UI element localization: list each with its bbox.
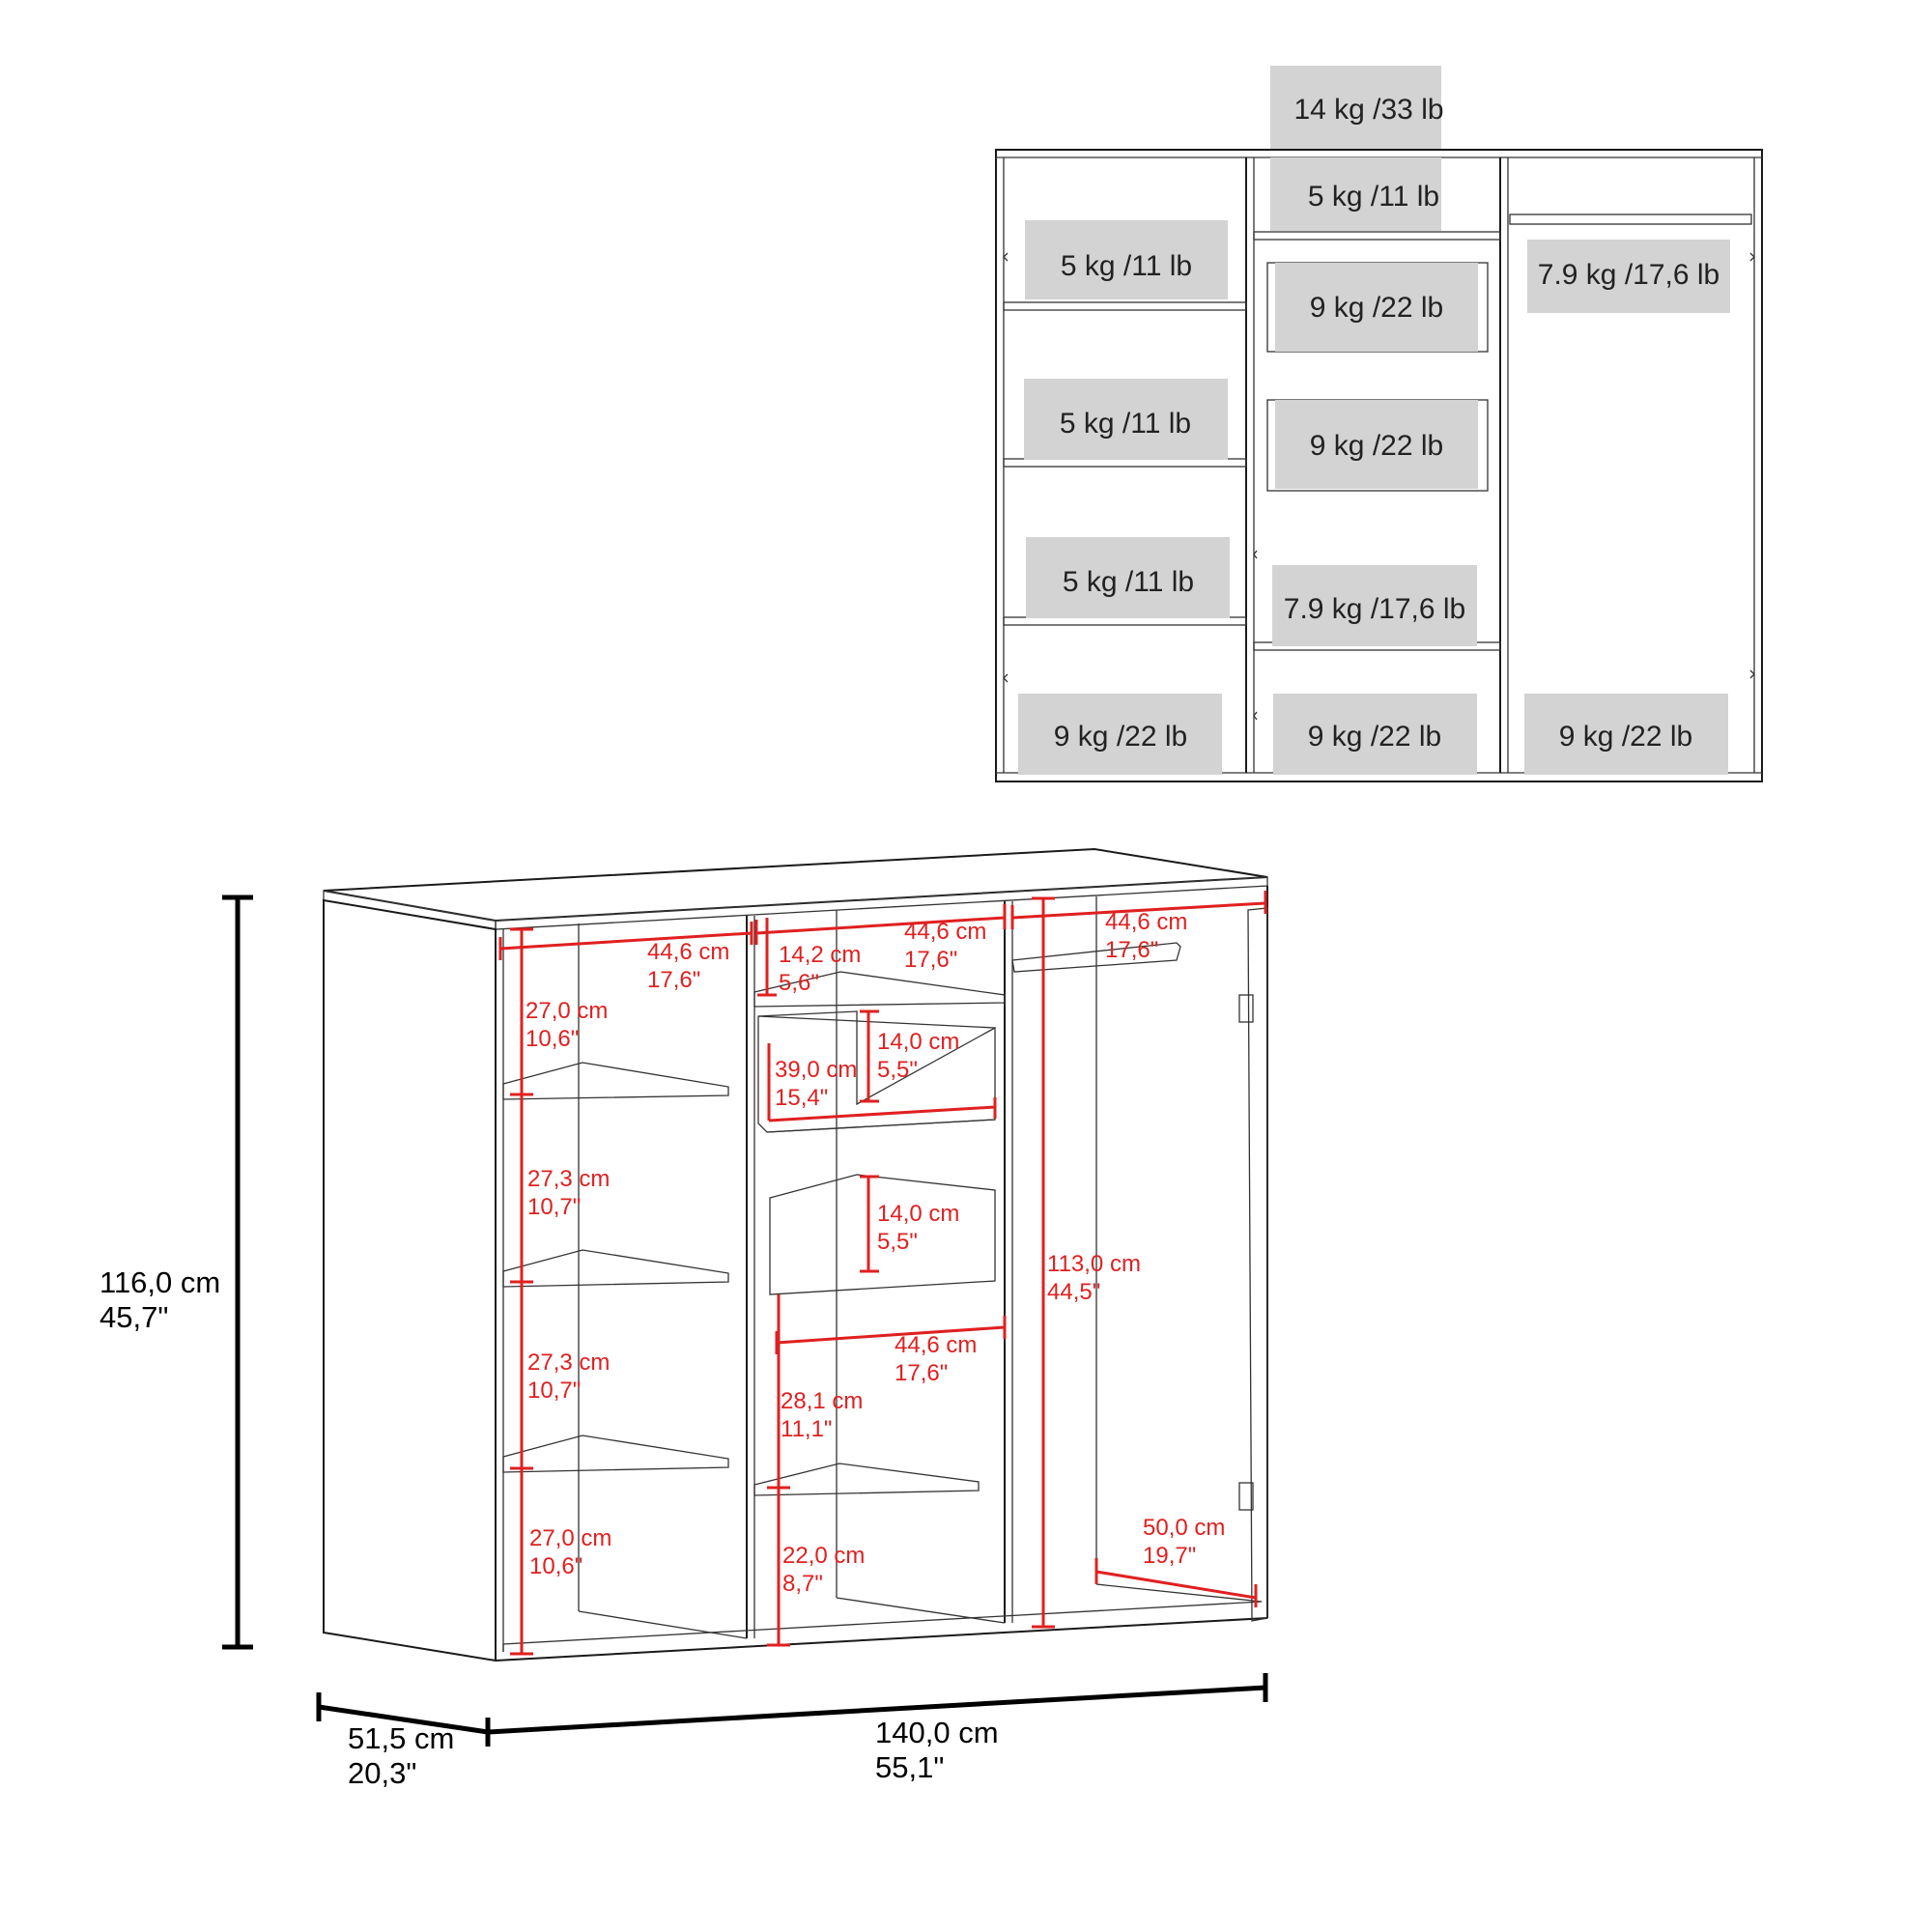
dim-left-shelf-1-cm: 27,0 cm: [526, 998, 608, 1024]
mid-shelf-top: [1253, 231, 1501, 241]
load-label-mid-bottom: 9 kg /22 lb: [1308, 721, 1441, 753]
load-box-left-3: [1026, 537, 1230, 618]
dim-left-top-width-in: 17,6": [647, 967, 700, 993]
left-shelf-2: [1003, 458, 1247, 468]
load-label-drawer-1: 9 kg /22 lb: [1310, 292, 1443, 324]
load-label-mid-top: 5 kg /11 lb: [1308, 181, 1439, 213]
load-box-drawer-2: [1275, 400, 1478, 489]
dim-drawer-1-height-in: 5,5": [877, 1057, 918, 1083]
dim-mid-top-width-cm: 44,6 cm: [904, 919, 986, 945]
cabinet-dimension-drawing: [323, 847, 1268, 1662]
load-capacity-diagram: 14 kg /33 lb 5 kg /11 lb 5 kg /11 lb 7.9…: [995, 66, 1763, 782]
dim-mid-top-height-cm: 14,2 cm: [779, 942, 861, 968]
load-box-mid-shelf: [1272, 565, 1477, 646]
dim-drawer-1-height-cm: 14,0 cm: [877, 1029, 959, 1055]
dim-drawer-depth-cm: 39,0 cm: [775, 1057, 857, 1083]
left-shelf-3: [1003, 616, 1247, 626]
depth-dimension-line: [318, 1704, 489, 1735]
dim-drawer-2-height-cm: 14,0 cm: [877, 1201, 959, 1227]
dim-left-shelf-3-in: 10,7": [527, 1378, 581, 1404]
dim-left-shelf-4-in: 10,6": [529, 1553, 582, 1579]
load-label-right-bottom: 9 kg /22 lb: [1559, 721, 1692, 753]
load-label-rod: 7.9 kg /17,6 lb: [1538, 259, 1719, 291]
load-label-left-1: 5 kg /11 lb: [1061, 250, 1192, 282]
cabinet-base: [495, 1617, 1268, 1662]
hinge-lower-icon: [1238, 1482, 1254, 1511]
dim-left-shelf-3-cm: 27,3 cm: [527, 1350, 610, 1376]
width-dimension-line: [487, 1685, 1266, 1735]
left-shelf-1: [1003, 301, 1247, 311]
load-label-drawer-2: 9 kg /22 lb: [1310, 430, 1443, 462]
dim-mid-shelf-1-in: 11,1": [781, 1416, 832, 1442]
dim-left-shelf-2-in: 10,7": [527, 1194, 581, 1220]
dim-right-height-in: 44,5": [1047, 1279, 1100, 1305]
hinge-upper-icon: [1238, 994, 1254, 1023]
dim-mid-lower-width-in: 17,6": [895, 1360, 948, 1386]
left-shelf-c: [502, 1435, 729, 1473]
dim-mid-shelf-1-cm: 28,1 cm: [781, 1388, 863, 1414]
drawer-lower: [769, 1174, 996, 1295]
dim-mid-shelf-2-cm: 22,0 cm: [782, 1543, 865, 1569]
load-box-right-bottom: [1524, 694, 1728, 775]
dim-left-shelf-2-cm: 27,3 cm: [527, 1166, 610, 1192]
load-box-mid-top: [1270, 157, 1441, 231]
left-shelf-b: [502, 1249, 729, 1288]
red-dimension-text: 44,6 cm 17,6" 27,0 cm 10,6" 27,3 cm 10,7…: [526, 909, 1225, 1597]
dim-height-cm: 116,0 cm: [99, 1265, 220, 1299]
dim-left-top-width-cm: 44,6 cm: [647, 939, 729, 965]
dim-right-top-width-in: 17,6": [1105, 937, 1158, 963]
cabinet-door: [1247, 907, 1268, 1622]
load-box-left-1: [1025, 220, 1228, 299]
dim-mid-lower-width-cm: 44,6 cm: [895, 1332, 977, 1358]
load-label-left-bottom: 9 kg /22 lb: [1054, 721, 1187, 753]
load-box-left-2: [1024, 379, 1228, 460]
dim-width-in: 55,1": [875, 1750, 944, 1784]
left-shelf-a: [502, 1062, 729, 1100]
red-dimension-lines: [498, 891, 1267, 1656]
dim-mid-top-height-in: 5,6": [779, 970, 819, 996]
dim-mid-top-width-in: 17,6": [904, 947, 957, 973]
dim-drawer-2-height-in: 5,5": [877, 1229, 918, 1255]
dim-right-top-width-cm: 44,6 cm: [1105, 909, 1187, 935]
dim-left-shelf-1-in: 10,6": [526, 1026, 579, 1052]
hanging-rod: [1509, 213, 1752, 225]
overall-dimension-text: 116,0 cm 45,7" 51,5 cm 20,3" 140,0 cm 55…: [99, 1265, 999, 1790]
dim-right-height-cm: 113,0 cm: [1047, 1251, 1141, 1277]
dim-depth-in: 20,3": [348, 1756, 416, 1790]
overall-dimension-lines: [222, 895, 1268, 1747]
dim-right-depth-cm: 50,0 cm: [1143, 1515, 1225, 1541]
load-box-mid-bottom: [1273, 694, 1477, 775]
dim-right-depth-in: 19,7": [1143, 1543, 1196, 1569]
load-box-rod: [1527, 240, 1730, 313]
mid-lower-shelf: [753, 1463, 980, 1496]
hanging-rod-iso: [1011, 942, 1181, 973]
load-label-top: 14 kg /33 lb: [1293, 94, 1443, 126]
dim-left-shelf-4-cm: 27,0 cm: [529, 1525, 611, 1551]
dim-depth-cm: 51,5 cm: [348, 1721, 454, 1755]
load-label-mid-shelf: 7.9 kg /17,6 lb: [1284, 593, 1465, 625]
load-label-left-2: 5 kg /11 lb: [1060, 408, 1191, 440]
load-label-left-3: 5 kg /11 lb: [1063, 566, 1194, 598]
cabinet-side-panel: [323, 898, 497, 1662]
cabinet-front-outline: [995, 149, 1763, 782]
load-box-left-bottom: [1018, 694, 1222, 775]
dim-drawer-depth-in: 15,4": [775, 1085, 828, 1111]
drawer-upper: [757, 1010, 996, 1133]
dim-mid-shelf-2-in: 8,7": [782, 1571, 823, 1597]
load-box-drawer-1: [1275, 263, 1478, 352]
mid-top-shelf: [753, 971, 1006, 1008]
dim-height-in: 45,7": [99, 1300, 168, 1334]
dim-width-cm: 140,0 cm: [875, 1716, 999, 1749]
load-box-top: [1270, 66, 1441, 149]
